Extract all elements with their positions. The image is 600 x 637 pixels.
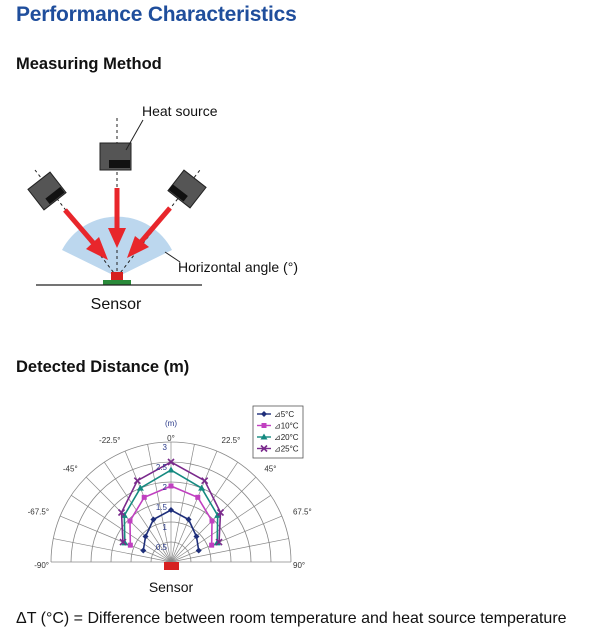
data-point xyxy=(136,484,144,491)
data-point xyxy=(167,466,175,473)
measuring-method-diagram: Heat source Horizontal angle (°) Sensor xyxy=(27,103,298,313)
sensor-base xyxy=(103,280,131,285)
grid-spoke xyxy=(170,495,271,563)
radius-tick-label: 1 xyxy=(163,523,168,532)
polar-grid xyxy=(50,441,292,563)
data-point xyxy=(167,458,175,466)
heat-source-center-icon xyxy=(99,142,132,171)
series-⊿25°C xyxy=(117,458,225,546)
chart-sensor-icon xyxy=(164,562,179,570)
legend-item: ⊿20°C xyxy=(257,433,299,442)
radius-tick-label: 2.5 xyxy=(156,463,168,472)
heat-source-callout-line xyxy=(125,119,144,151)
data-point xyxy=(213,539,221,546)
data-point xyxy=(195,547,202,554)
data-point xyxy=(185,516,192,523)
angle-tick-label: -90° xyxy=(34,561,49,570)
data-point xyxy=(127,542,133,548)
chart-sensor-label: Sensor xyxy=(149,579,194,595)
grid-spoke xyxy=(170,515,282,563)
heat-source-label: Heat source xyxy=(142,103,218,119)
data-point xyxy=(127,518,133,524)
page-title: Performance Characteristics xyxy=(16,3,297,26)
data-point xyxy=(168,483,174,489)
data-point xyxy=(142,533,149,540)
series-⊿10°C xyxy=(127,483,215,548)
data-point xyxy=(198,484,206,491)
legend-label: ⊿5°C xyxy=(274,410,294,419)
arrow-left xyxy=(63,208,108,260)
data-point xyxy=(260,433,268,440)
legend-label: ⊿10°C xyxy=(274,422,299,431)
grid-spoke xyxy=(170,451,218,563)
data-point xyxy=(193,533,200,540)
legend-label: ⊿25°C xyxy=(274,445,299,454)
data-point xyxy=(216,508,225,517)
data-point xyxy=(119,538,127,546)
data-point xyxy=(209,542,215,548)
data-point xyxy=(215,538,223,546)
legend-label: ⊿20°C xyxy=(274,433,299,442)
data-point xyxy=(133,477,141,485)
data-point xyxy=(261,423,267,428)
legend-item: ⊿25°C xyxy=(257,445,299,454)
grid-spoke xyxy=(71,495,172,563)
grid-spoke xyxy=(104,462,172,563)
data-point xyxy=(261,411,267,417)
detected-distance-polar-chart: -90° -67.5° -45° -22.5° 0° 22.5° 45° 67.5° 90° 0.… xyxy=(28,405,312,595)
heat-source-right-icon xyxy=(167,169,207,209)
section-heading-measuring-method: Measuring Method xyxy=(16,55,162,73)
polar-labels: -90° -67.5° -45° -22.5° 0° 22.5° 45° 67.5° 90° 0.… xyxy=(28,419,312,570)
grid-spoke xyxy=(147,444,172,563)
arrow-right xyxy=(127,206,172,258)
heat-source-left-icon xyxy=(27,171,67,211)
angle-tick-label: 0° xyxy=(167,434,175,443)
angle-tick-label: -22.5° xyxy=(99,436,120,445)
data-point xyxy=(121,539,129,546)
data-point xyxy=(117,508,126,517)
data-point xyxy=(140,547,147,554)
data-point xyxy=(195,494,201,500)
angle-tick-label: 67.5° xyxy=(293,507,312,516)
chart-legend: ⊿5°C ⊿10°C ⊿20°C ⊿25°C xyxy=(252,405,304,459)
horizontal-angle-label: Horizontal angle (°) xyxy=(178,259,298,275)
angle-tick-label: 45° xyxy=(264,465,276,474)
angle-tick-label: 90° xyxy=(293,561,305,570)
sensor-label: Sensor xyxy=(91,296,142,313)
arrow-center xyxy=(108,188,126,248)
series-⊿5°C xyxy=(140,507,202,554)
legend-item: ⊿5°C xyxy=(257,410,294,419)
angle-tick-label: -45° xyxy=(63,465,78,474)
grid-spoke xyxy=(170,444,195,563)
grid-spoke xyxy=(124,451,172,563)
data-point xyxy=(150,516,157,523)
radius-tick-label: 3 xyxy=(163,443,168,452)
grid-spoke xyxy=(170,462,238,563)
grid-spoke xyxy=(53,538,172,563)
footnote-delta-t: ΔT (°C) = Difference between room temper… xyxy=(16,610,567,627)
section-heading-detected-distance: Detected Distance (m) xyxy=(16,358,190,376)
data-point xyxy=(260,444,268,453)
radius-tick-label: 0.5 xyxy=(156,543,168,552)
grid-spoke xyxy=(60,515,172,563)
radius-tick-label: 1.5 xyxy=(156,503,168,512)
sensor-chip xyxy=(111,272,123,280)
data-point xyxy=(201,477,209,485)
angle-callout-line xyxy=(164,251,181,263)
radius-unit-label: (m) xyxy=(165,419,177,428)
data-point xyxy=(168,507,174,513)
polar-series-group xyxy=(117,458,225,554)
angle-tick-label: 22.5° xyxy=(222,436,241,445)
angle-tick-label: -67.5° xyxy=(28,507,49,516)
data-point xyxy=(209,518,215,524)
legend-item: ⊿10°C xyxy=(257,422,299,431)
radius-tick-label: 2 xyxy=(163,483,168,492)
data-point xyxy=(141,494,147,500)
grid-spoke xyxy=(170,538,289,563)
